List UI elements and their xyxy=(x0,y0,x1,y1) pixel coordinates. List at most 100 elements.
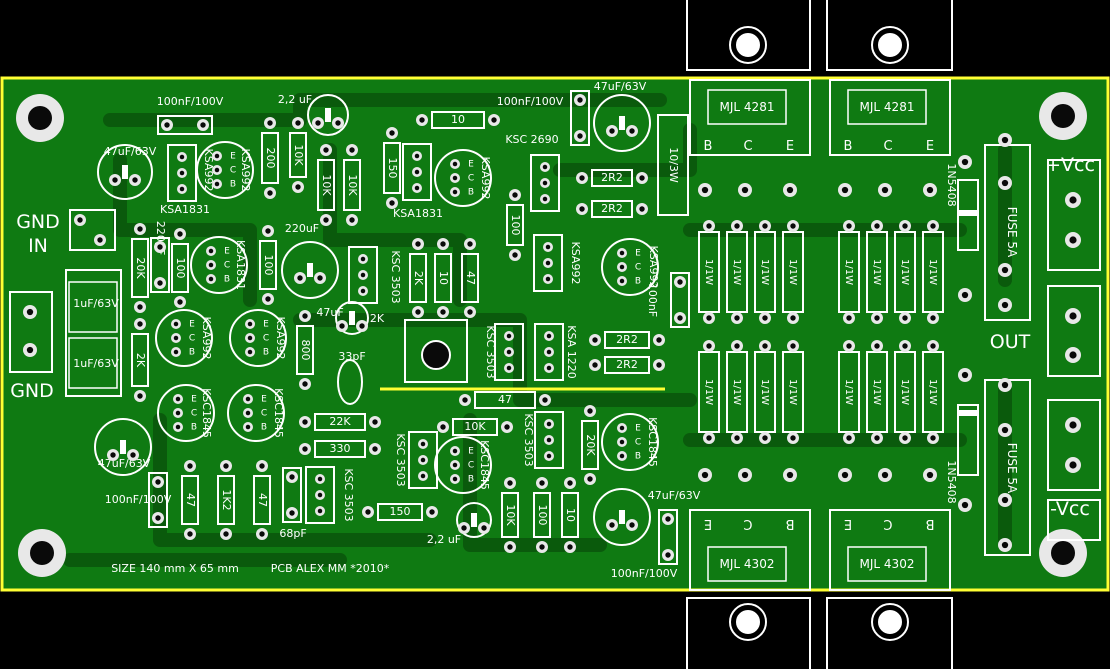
drill-hole xyxy=(734,223,740,229)
drill-hole xyxy=(187,463,193,469)
drill-hole xyxy=(245,424,251,430)
drill-hole xyxy=(177,299,183,305)
resistor-value: 100 xyxy=(174,258,187,279)
drill-hole xyxy=(701,186,709,194)
drill-hole xyxy=(317,476,323,482)
resistor-value: 47 xyxy=(464,271,477,285)
transistor-label: KSA1831 xyxy=(234,240,247,290)
drill-hole xyxy=(961,371,969,379)
pin-label: B xyxy=(191,423,197,433)
pin-label: C xyxy=(468,174,474,184)
pin-label: B xyxy=(189,348,195,358)
drill-hole xyxy=(1069,461,1077,469)
diode-label: 1N5408 xyxy=(945,163,958,206)
drill-hole xyxy=(619,453,625,459)
drill-hole xyxy=(546,333,552,339)
drill-hole xyxy=(175,424,181,430)
electrolytic-capacitor xyxy=(456,502,492,538)
drill-hole xyxy=(542,196,548,202)
drill-hole xyxy=(545,276,551,282)
pin-label: E xyxy=(844,516,852,531)
drill-hole xyxy=(545,244,551,250)
board-outline xyxy=(0,76,1110,592)
transistor-body xyxy=(190,236,248,294)
drill-hole xyxy=(619,278,625,284)
credit-label: PCB ALEX MM *2010* xyxy=(271,562,390,575)
resistor-body xyxy=(506,204,524,246)
capacitor-value: 33pF xyxy=(338,350,365,363)
drill-hole xyxy=(1001,381,1009,389)
drill-hole xyxy=(546,365,552,371)
ceramic-capacitor xyxy=(337,359,363,405)
drill-hole xyxy=(335,120,341,126)
electrolytic-capacitor xyxy=(593,488,651,546)
drill-hole xyxy=(389,200,395,206)
drill-hole xyxy=(302,446,308,452)
resistor-body xyxy=(581,420,599,470)
drill-hole xyxy=(259,463,265,469)
emitter-resistor-value: 1/1W xyxy=(759,379,770,405)
terminal-blocks xyxy=(9,209,122,397)
transistor-body xyxy=(167,144,197,202)
transistor-body xyxy=(157,384,215,442)
drill-hole xyxy=(665,552,671,558)
board-fill xyxy=(2,78,1108,590)
pin-label: B xyxy=(261,423,267,433)
drill-hole xyxy=(77,217,83,223)
drill-hole xyxy=(546,421,552,427)
resistor-body xyxy=(171,243,189,293)
drill-hole xyxy=(665,516,671,522)
emitter-resistor-value: 1/1W xyxy=(899,259,910,285)
transistor-body xyxy=(601,238,659,296)
drill-hole xyxy=(175,396,181,402)
drill-hole xyxy=(902,435,908,441)
drill-hole xyxy=(26,308,34,316)
resistor-value: 47 xyxy=(184,493,197,507)
drill-hole xyxy=(259,531,265,537)
drill-hole xyxy=(452,161,458,167)
drill-hole xyxy=(187,531,193,537)
transistor-body xyxy=(155,309,213,367)
emitter-resistor-value: 1/1W xyxy=(843,259,854,285)
drill-hole xyxy=(790,343,796,349)
drill-hole xyxy=(1001,301,1009,309)
film-capacitor xyxy=(282,467,302,523)
pin-label: C xyxy=(883,139,892,154)
drill-hole xyxy=(542,397,548,403)
capacitor-plate xyxy=(349,311,355,325)
capacitor-value: 2,2 uF xyxy=(278,93,312,106)
drill-hole xyxy=(359,323,365,329)
drill-hole xyxy=(339,323,345,329)
transistor-body xyxy=(434,436,492,494)
drill-hole xyxy=(467,241,473,247)
capacitor-plate xyxy=(325,108,331,122)
electrolytic-capacitor xyxy=(97,144,153,200)
pad-group xyxy=(23,94,1081,561)
pin-label: B xyxy=(468,475,474,485)
drill-hole xyxy=(507,544,513,550)
transistor-label: KSA992 xyxy=(569,242,582,285)
drill-hole xyxy=(1069,196,1077,204)
mounting-hole-tl xyxy=(16,94,64,142)
transistor-body xyxy=(196,141,254,199)
drill-hole xyxy=(506,349,512,355)
pin-label: B xyxy=(635,277,641,287)
drill-hole xyxy=(267,190,273,196)
drill-hole xyxy=(762,343,768,349)
resistor-value: 2R2 xyxy=(601,171,623,184)
resistor-body xyxy=(131,238,149,298)
pin-label: B xyxy=(263,348,269,358)
resistor-body xyxy=(314,413,366,431)
drill-hole xyxy=(137,304,143,310)
drill-hole xyxy=(389,130,395,136)
transistor-body xyxy=(534,323,564,381)
pin-label: C xyxy=(468,461,474,471)
drill-hole xyxy=(452,175,458,181)
vcc-pos-label: +Vcc xyxy=(1045,154,1095,176)
drill-hole xyxy=(112,177,118,183)
resistor-value: 10K xyxy=(464,420,486,433)
drill-hole xyxy=(579,206,585,212)
drill-hole xyxy=(491,117,497,123)
drill-hole xyxy=(317,492,323,498)
